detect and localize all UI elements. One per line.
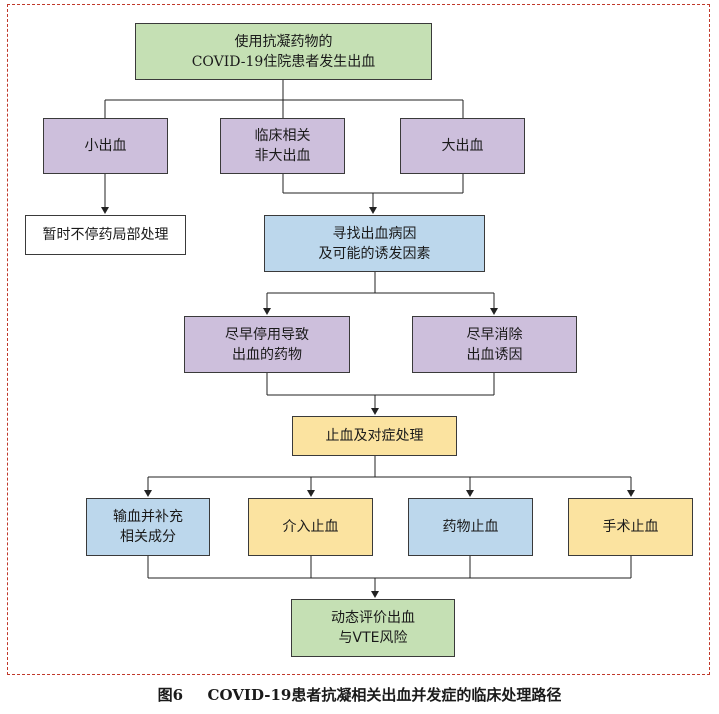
node-remove-causes: 尽早消除 出血诱因 [412, 316, 577, 373]
node-text: 止血及对症处理 [325, 428, 424, 444]
node-text: 与VTE风险 [338, 630, 408, 646]
edge-merge-to-cause [282, 174, 464, 213]
node-text: 暂时不停药局部处理 [42, 227, 169, 243]
node-text: 出血诱因 [466, 346, 523, 363]
node-stop-drugs: 尽早停用导致 出血的药物 [184, 316, 350, 373]
figure-caption: 图6 COVID-19患者抗凝相关出血并发症的临床处理路径 [0, 684, 719, 705]
node-major-bleeding: 大出血 [400, 118, 525, 174]
node-find-cause: 寻找出血病因 及可能的诱发因素 [264, 215, 485, 272]
node-surgical: 手术止血 [568, 498, 693, 556]
node-text: 药物止血 [442, 519, 499, 535]
node-text: 及可能的诱发因素 [318, 245, 431, 262]
node-text: 动态评价出血 [331, 610, 415, 626]
node-top-anticoag-bleeding: 使用抗凝药物的 COVID-19住院患者发生出血 [135, 23, 432, 80]
node-text: 寻找出血病因 [332, 225, 417, 242]
node-text: 尽早消除 [466, 326, 523, 343]
node-minor-bleeding: 小出血 [43, 118, 168, 174]
node-text: 临床相关 [254, 128, 311, 144]
node-dynamic-eval: 动态评价出血 与VTE风险 [291, 599, 455, 657]
node-crnm-bleeding: 临床相关 非大出血 [220, 118, 345, 174]
edge-top-split [104, 80, 464, 118]
node-interventional: 介入止血 [248, 498, 373, 556]
node-text: 手术止血 [602, 519, 659, 535]
edge-cause-split [267, 272, 494, 294]
caption-label: 图6 [157, 686, 184, 704]
node-temporary-local: 暂时不停药局部处理 [25, 215, 186, 255]
node-text: 非大出血 [254, 148, 311, 164]
node-hemostasis: 止血及对症处理 [292, 416, 457, 456]
node-text: 大出血 [441, 138, 484, 154]
edge-hemostasis-split [148, 456, 631, 478]
node-text: 出血的药物 [232, 346, 302, 363]
node-text: 使用抗凝药物的 [234, 33, 333, 50]
node-text: 相关成分 [120, 529, 176, 545]
edge-merge-to-hemostasis [266, 373, 495, 414]
node-text: 介入止血 [282, 519, 339, 535]
node-text: 小出血 [84, 138, 127, 154]
node-text: COVID-19住院患者发生出血 [191, 53, 376, 70]
edge-merge-to-eval [147, 556, 632, 597]
node-transfusion: 输血并补充 相关成分 [86, 498, 210, 556]
node-drug-hemostasis: 药物止血 [408, 498, 533, 556]
node-text: 尽早停用导致 [225, 326, 309, 343]
caption-text: COVID-19患者抗凝相关出血并发症的临床处理路径 [207, 686, 562, 704]
node-text: 输血并补充 [113, 509, 183, 525]
dashed-frame [7, 4, 710, 675]
